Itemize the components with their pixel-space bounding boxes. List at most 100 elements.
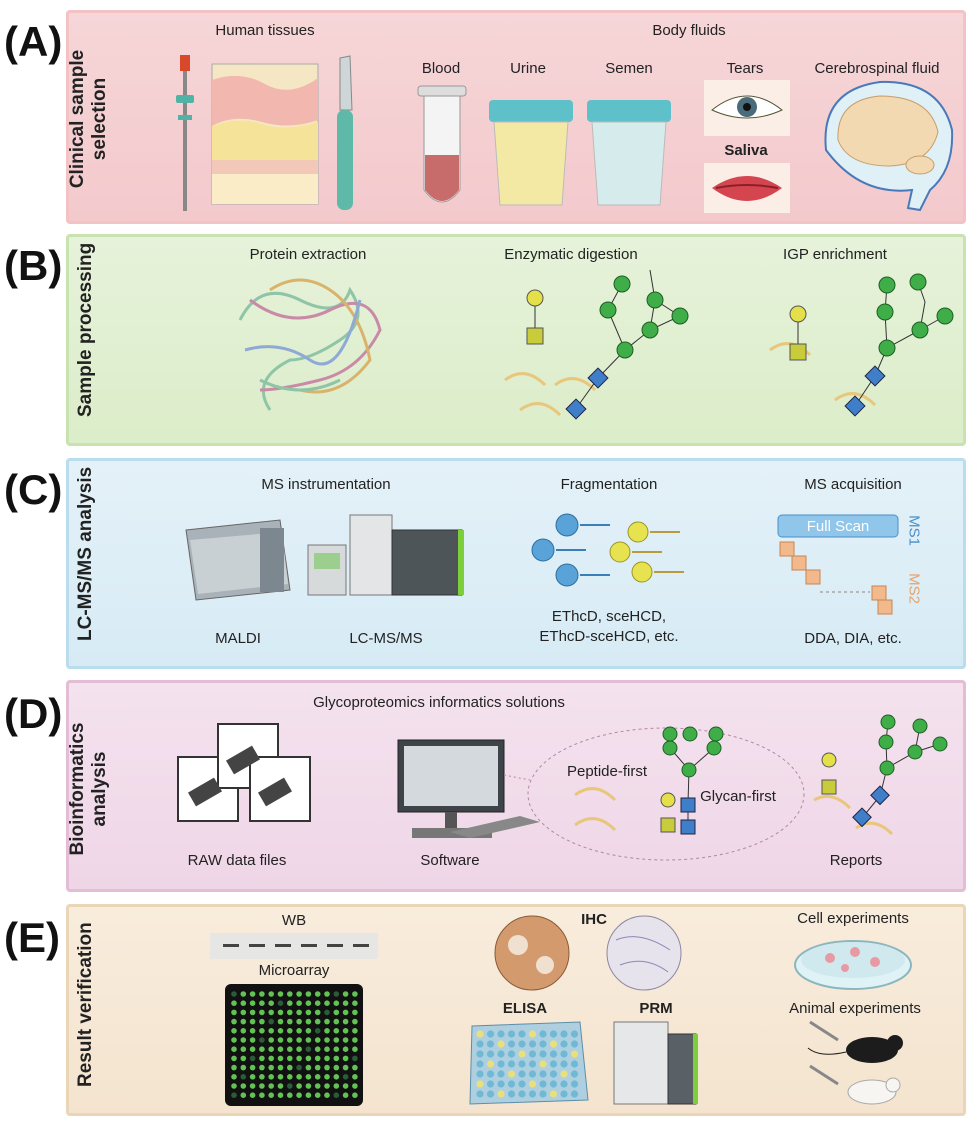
ms-acquisition-diagram-icon: [777, 514, 899, 615]
microarray-spot: [324, 1000, 330, 1006]
brain-icon: [824, 80, 954, 212]
microarray-spot: [324, 1074, 330, 1080]
microarray-spot: [333, 1000, 340, 1006]
microarray-spot: [240, 1074, 247, 1080]
microarray-spot: [305, 1064, 312, 1071]
eye-icon: [704, 80, 790, 136]
microarray-spot: [314, 1018, 321, 1025]
microarray-spot: [296, 991, 302, 997]
elisa-well: [570, 1090, 579, 1098]
label-lcmsms: LC-MS/MS: [349, 630, 423, 647]
microarray-spot: [342, 1064, 349, 1071]
microarray-spot: [240, 1064, 247, 1071]
microarray-spot: [259, 1000, 265, 1006]
microarray-spot: [314, 1092, 321, 1098]
microarray-spot: [268, 1055, 275, 1062]
microarray-spot: [249, 1064, 256, 1071]
label-elisa: ELISA: [502, 1000, 548, 1017]
label-microarray: Microarray: [258, 962, 330, 979]
microarray-spot: [342, 1037, 349, 1043]
microarray-spot: [324, 1018, 330, 1025]
elisa-well: [539, 1060, 547, 1068]
microarray-spot: [352, 991, 358, 997]
elisa-well: [528, 1070, 537, 1078]
elisa-well: [549, 1040, 558, 1048]
microarray-spot: [249, 1028, 256, 1034]
microarray-spot: [305, 991, 312, 997]
elisa-well: [528, 1050, 537, 1058]
label-solutions: Glycoproteomics informatics solutions: [313, 694, 565, 711]
label-raw-files: RAW data files: [187, 852, 287, 869]
microarray-spot: [333, 1037, 340, 1043]
elisa-well: [560, 1060, 568, 1068]
microarray-spot: [268, 1046, 275, 1052]
microarray-spot: [305, 1028, 312, 1034]
petri-dish-icon: [794, 940, 912, 990]
microarray-spot: [249, 1046, 256, 1052]
elisa-well: [486, 1070, 495, 1078]
microarray-spot: [305, 1009, 312, 1016]
microarray-spot: [352, 1055, 358, 1062]
elisa-well: [549, 1050, 558, 1058]
microarray-spot: [305, 1055, 312, 1062]
label-maldi: MALDI: [215, 630, 261, 647]
elisa-well: [507, 1090, 516, 1098]
elisa-well: [570, 1050, 579, 1058]
urine-cup-icon: [489, 100, 573, 206]
microarray-spot: [277, 1055, 284, 1062]
microarray-spot: [314, 1000, 321, 1006]
microarray-spot: [333, 1092, 340, 1098]
microarray-spot: [231, 1037, 237, 1043]
microarray-spot: [277, 1009, 284, 1016]
microarray-spot: [240, 1018, 247, 1025]
microarray-spot: [324, 1037, 330, 1043]
microarray-spot: [296, 1009, 302, 1016]
elisa-well: [486, 1050, 495, 1058]
microarray-spot: [249, 1037, 256, 1043]
microarray-spot: [305, 1074, 312, 1080]
elisa-well: [560, 1080, 568, 1088]
microarray-spot: [259, 1055, 265, 1062]
elisa-well: [486, 1040, 495, 1048]
label-blood: Blood: [421, 60, 461, 77]
elisa-well: [476, 1040, 484, 1048]
label-frag-methods-2: EThcD-sceHCD, etc.: [539, 628, 679, 645]
elisa-well: [560, 1070, 568, 1078]
microarray-spot: [249, 1055, 256, 1062]
panel-d-illustrations: [177, 714, 948, 861]
elisa-well: [528, 1080, 537, 1088]
microarray-spot: [296, 1018, 302, 1025]
elisa-well: [549, 1060, 558, 1068]
elisa-well: [497, 1060, 505, 1068]
label-frag-methods-1: EThcD, sceHCD,: [551, 608, 667, 625]
mouse-black-icon: [807, 1020, 903, 1063]
elisa-well: [518, 1060, 526, 1068]
microarray-spot: [249, 1074, 256, 1080]
microarray-spot: [249, 1000, 256, 1006]
panel-b: Sample processing: [66, 234, 966, 446]
microarray-spot: [352, 1009, 358, 1016]
elisa-well: [486, 1030, 495, 1038]
microarray-spot: [240, 1037, 247, 1043]
microarray-spot: [231, 1009, 237, 1016]
microarray-spot: [296, 1055, 302, 1062]
microarray-spot: [277, 1028, 284, 1034]
label-semen: Semen: [605, 60, 653, 77]
microarray-spot: [314, 1064, 321, 1071]
microarray-spot: [333, 1055, 340, 1062]
elisa-well: [497, 1070, 505, 1078]
elisa-well: [476, 1060, 484, 1068]
microarray-spot: [333, 1074, 340, 1080]
prm-instrument-icon: [613, 1021, 698, 1105]
microarray-spot: [324, 991, 330, 997]
microarray-spot: [249, 1018, 256, 1025]
microarray-spot: [287, 1046, 293, 1052]
microarray-spot: [240, 1028, 247, 1034]
raw-file-icon: [177, 723, 311, 822]
elisa-well: [497, 1050, 505, 1058]
elisa-well: [497, 1040, 505, 1048]
microarray-spot: [352, 1037, 358, 1043]
microarray-spot: [296, 1083, 302, 1089]
label-tears: Tears: [726, 60, 764, 77]
